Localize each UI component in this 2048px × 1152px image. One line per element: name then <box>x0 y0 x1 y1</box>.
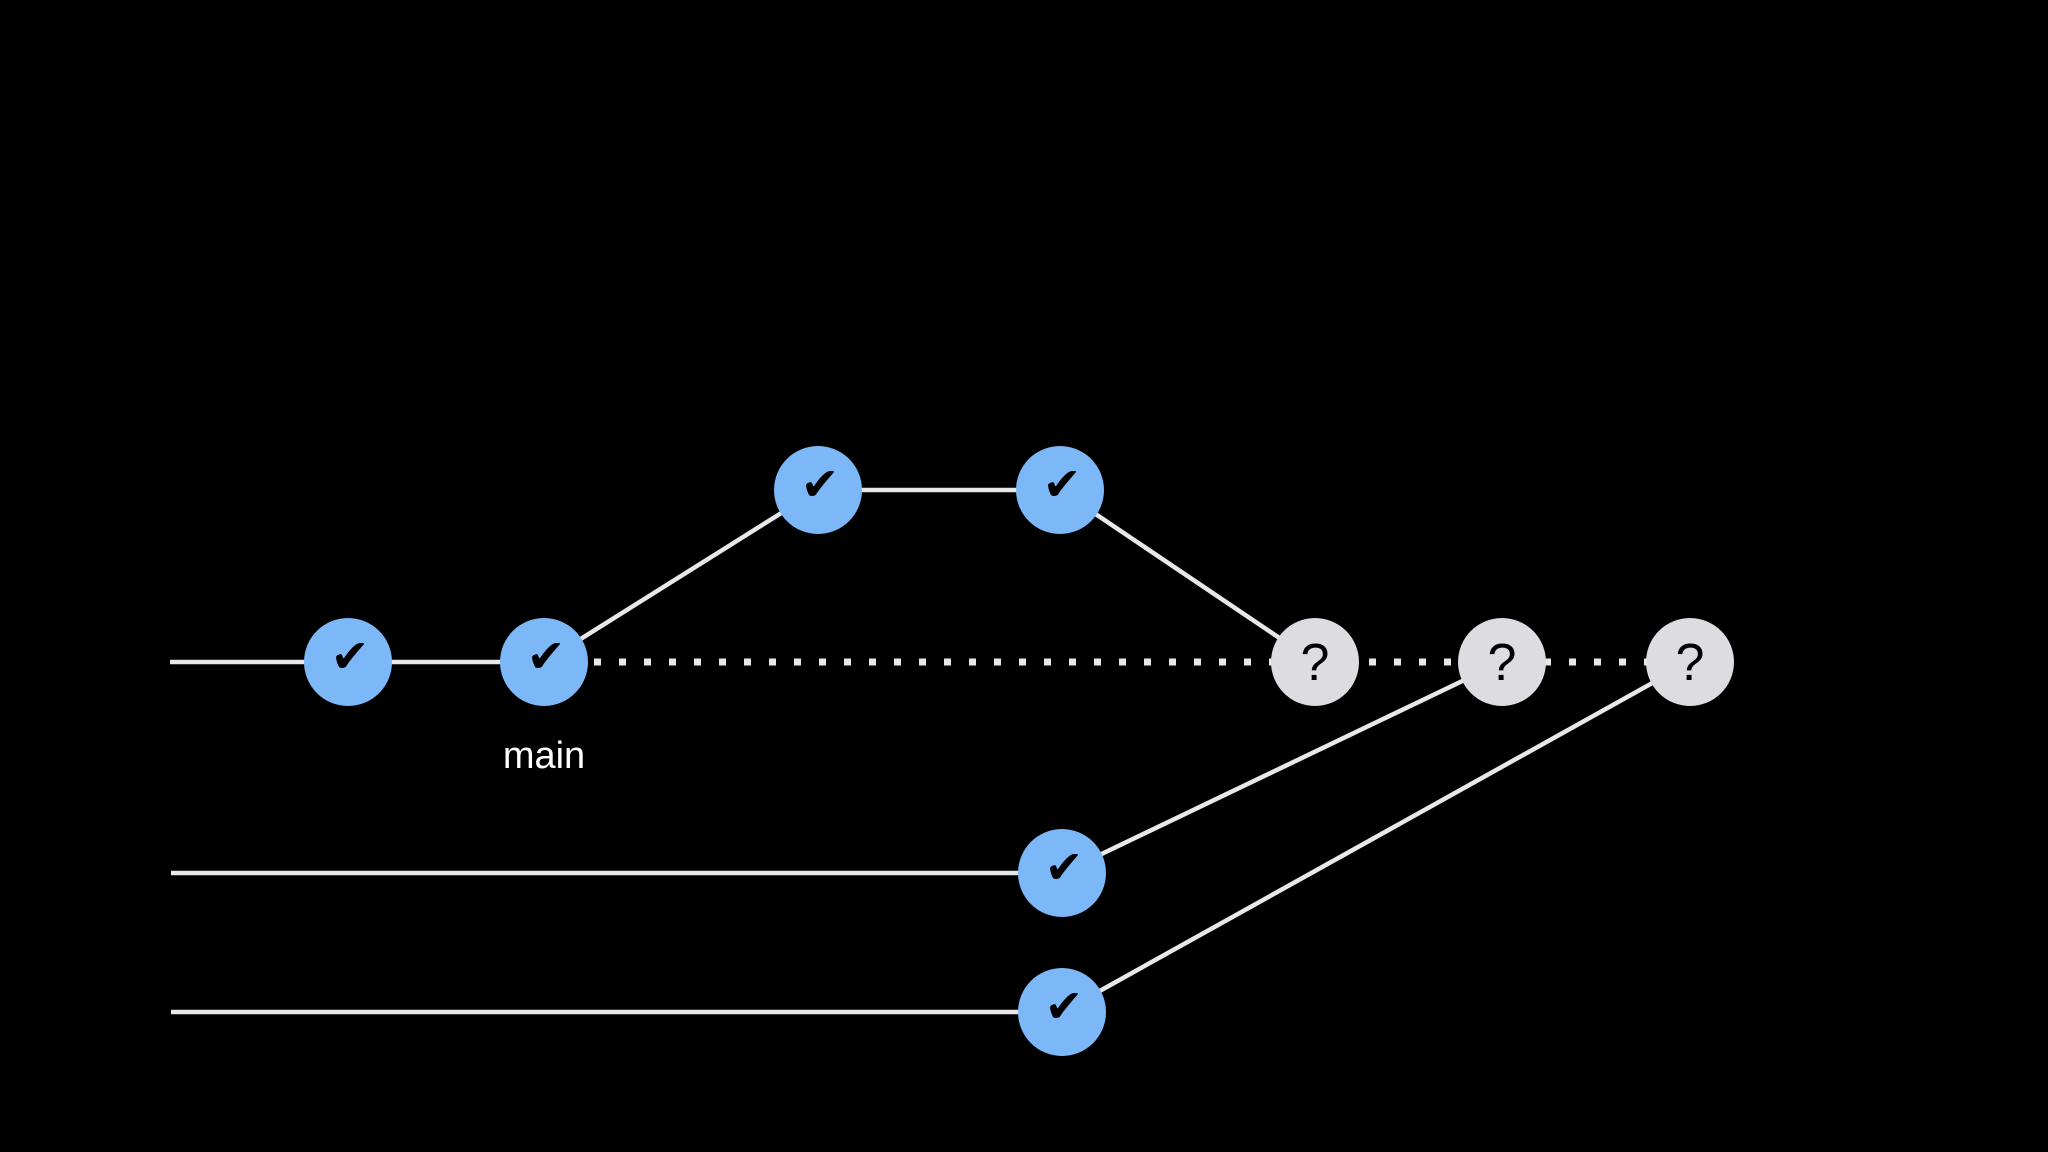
commit-node-lower-1-circle <box>1018 968 1106 1056</box>
edge-merge-upper-to-m1 <box>1058 488 1317 664</box>
edge-merge-lower-to-m3 <box>1060 660 1692 1014</box>
merge-node-pending-1-circle <box>1271 618 1359 706</box>
check-icon: ✔ <box>527 629 566 683</box>
merge-node-pending-2-circle <box>1458 618 1546 706</box>
commit-node-upper-2-circle <box>1016 446 1104 534</box>
check-icon: ✔ <box>801 457 840 511</box>
check-icon: ✔ <box>1045 979 1084 1033</box>
labels-layer: main <box>503 735 585 777</box>
commit-node-lower-1[interactable]: ✔ <box>1018 968 1106 1056</box>
edges-layer <box>170 487 1692 1015</box>
commit-node-upper-1-circle <box>774 446 862 534</box>
merge-node-pending-3-circle <box>1646 618 1734 706</box>
commit-node-upper-2[interactable]: ✔ <box>1016 446 1104 534</box>
question-icon: ? <box>1676 634 1705 692</box>
merge-node-pending-3[interactable]: ? <box>1646 618 1734 706</box>
nodes-layer: ✔ ✔ ✔ ✔??? ✔ ✔ <box>304 446 1734 1056</box>
merge-node-pending-2[interactable]: ? <box>1458 618 1546 706</box>
branch-label-main: main <box>503 735 585 777</box>
check-icon: ✔ <box>1045 840 1084 894</box>
commit-node-main-head-circle <box>500 618 588 706</box>
check-icon: ✔ <box>1043 457 1082 511</box>
commit-node-main-head[interactable]: ✔ <box>500 618 588 706</box>
question-icon: ? <box>1488 634 1517 692</box>
edge-merge-middle-to-m2 <box>1061 659 1503 876</box>
merge-node-pending-1[interactable]: ? <box>1271 618 1359 706</box>
commit-node-middle-1[interactable]: ✔ <box>1018 829 1106 917</box>
commit-node-upper-1[interactable]: ✔ <box>774 446 862 534</box>
commit-node-main-1[interactable]: ✔ <box>304 618 392 706</box>
question-icon: ? <box>1301 634 1330 692</box>
commit-node-main-1-circle <box>304 618 392 706</box>
edge-branch-out-upper <box>542 488 820 664</box>
check-icon: ✔ <box>331 629 370 683</box>
commit-node-middle-1-circle <box>1018 829 1106 917</box>
